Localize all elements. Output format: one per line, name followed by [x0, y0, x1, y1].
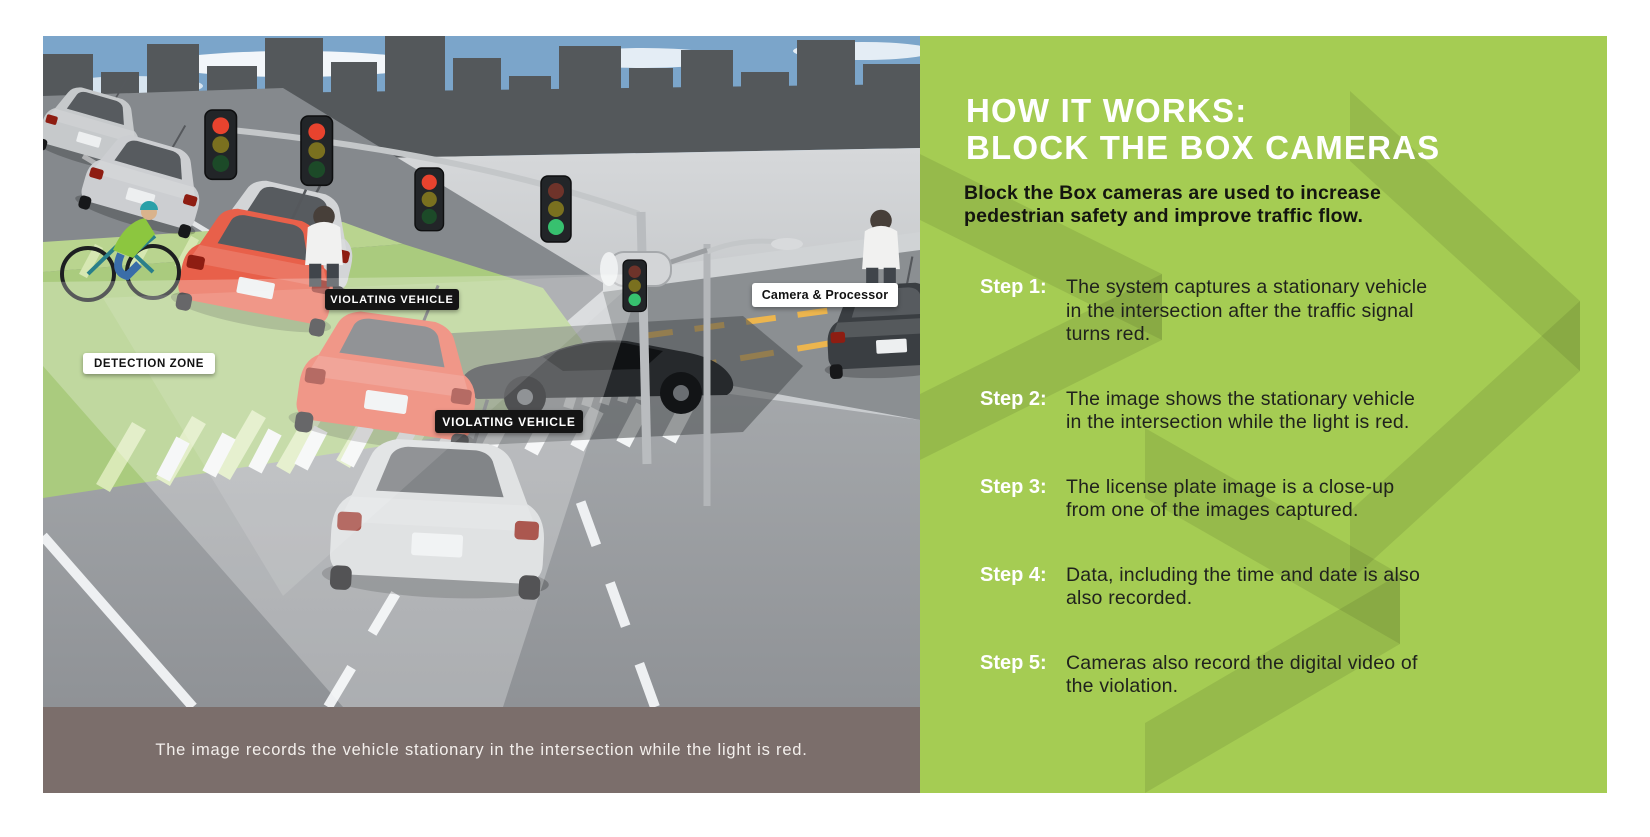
step-row-2: Step 2: The image shows the stationary v… [980, 388, 1580, 435]
traffic-light-red-2 [300, 115, 334, 187]
step-3-text: The license plate image is a close-up fr… [1066, 475, 1395, 522]
violating-vehicle-label-2: VIOLATING VEHICLE [435, 410, 583, 433]
step-2-label: Step 2: [980, 387, 1047, 410]
chevron-watermarks [920, 91, 1580, 793]
traffic-light-green-1 [540, 175, 572, 243]
detection-zone-label: DETECTION ZONE [83, 353, 215, 374]
steps-list: Step 1: The system captures a stationary… [980, 276, 1580, 740]
caption-bar: The image records the vehicle stationary… [43, 707, 920, 793]
caption-text: The image records the vehicle stationary… [155, 740, 808, 759]
panel-subtitle: Block the Box cameras are used to increa… [964, 182, 1382, 227]
step-row-4: Step 4: Data, including the time and dat… [980, 564, 1580, 611]
step-4-label: Step 4: [980, 563, 1047, 586]
violating-vehicle-label-1: VIOLATING VEHICLE [325, 289, 459, 310]
intersection-illustration: VIOLATING VEHICLE VIOLATING VEHICLE DETE… [43, 36, 920, 793]
camera-processor-label: Camera & Processor [752, 283, 898, 307]
black-car [461, 340, 734, 418]
step-5-text: Cameras also record the digital video of… [1066, 651, 1418, 698]
traffic-light-green-2 [622, 259, 647, 313]
how-it-works-panel: HOW IT WORKS: BLOCK THE BOX CAMERAS Bloc… [920, 36, 1607, 793]
traffic-light-red-3 [414, 167, 445, 232]
step-row-3: Step 3: The license plate image is a clo… [980, 476, 1580, 523]
step-1-text: The system captures a stationary vehicle… [1066, 276, 1428, 345]
step-5-label: Step 5: [980, 651, 1047, 674]
camera-view-cone [43, 274, 643, 707]
step-3-label: Step 3: [980, 475, 1047, 498]
step-row-1: Step 1: The system captures a stationary… [980, 276, 1580, 347]
step-row-5: Step 5: Cameras also record the digital … [980, 652, 1580, 699]
camera-view-cone-core [103, 274, 643, 596]
step-4-text: Data, including the time and date is als… [1066, 563, 1420, 610]
step-2-text: The image shows the stationary vehicle i… [1066, 387, 1416, 434]
traffic-light-red-1 [204, 109, 238, 181]
cyclist [60, 201, 181, 302]
step-1-label: Step 1: [980, 276, 1047, 298]
panel-title: HOW IT WORKS: BLOCK THE BOX CAMERAS [966, 92, 1441, 166]
right-curb [603, 232, 920, 292]
